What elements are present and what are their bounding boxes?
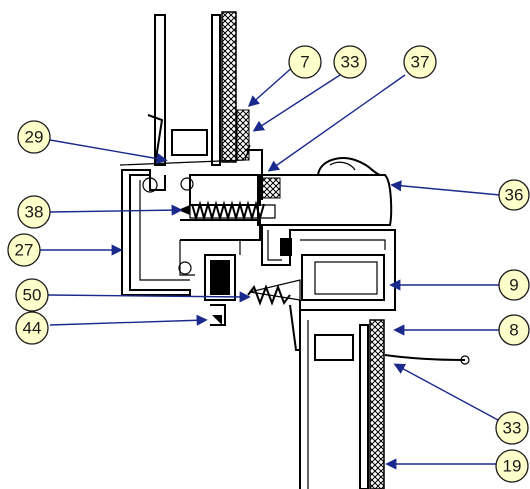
- callout-8: 8: [498, 314, 530, 346]
- callout-50: 50: [15, 278, 49, 312]
- handle-cover: [257, 157, 393, 226]
- callout-label: 33: [503, 419, 522, 438]
- callout-29: 29: [17, 120, 51, 154]
- callout-label: 7: [300, 53, 309, 72]
- callout-label: 33: [341, 53, 360, 72]
- callout-label: 19: [503, 457, 522, 476]
- frame-profile: [119, 144, 263, 296]
- callout-36: 36: [498, 179, 530, 211]
- callout-27: 27: [7, 233, 41, 267]
- upper-glazing-unit: [147, 11, 250, 166]
- sash-profile: [261, 225, 396, 311]
- callout-33-bottom: 33: [495, 411, 529, 445]
- callout-9: 9: [498, 269, 530, 301]
- callout-label: 9: [509, 276, 518, 295]
- callout-33-top: 33: [333, 45, 367, 79]
- callout-label: 44: [23, 319, 42, 338]
- callout-44: 44: [15, 311, 49, 345]
- callout-19: 19: [495, 449, 529, 483]
- callout-37: 37: [403, 45, 437, 79]
- callout-38: 38: [17, 195, 51, 229]
- callout-label: 8: [509, 321, 518, 340]
- callout-label: 38: [25, 203, 44, 222]
- callout-label: 29: [25, 128, 44, 147]
- lower-glazing-unit: [289, 300, 470, 489]
- callout-label: 50: [23, 286, 42, 305]
- spring-screw: [178, 200, 276, 222]
- callout-7: 7: [288, 45, 322, 79]
- callout-label: 36: [505, 186, 524, 205]
- lock-gasket: [204, 239, 301, 326]
- callout-label: 27: [15, 241, 34, 260]
- callout-label: 37: [411, 53, 430, 72]
- leader-lines: [40, 64, 501, 470]
